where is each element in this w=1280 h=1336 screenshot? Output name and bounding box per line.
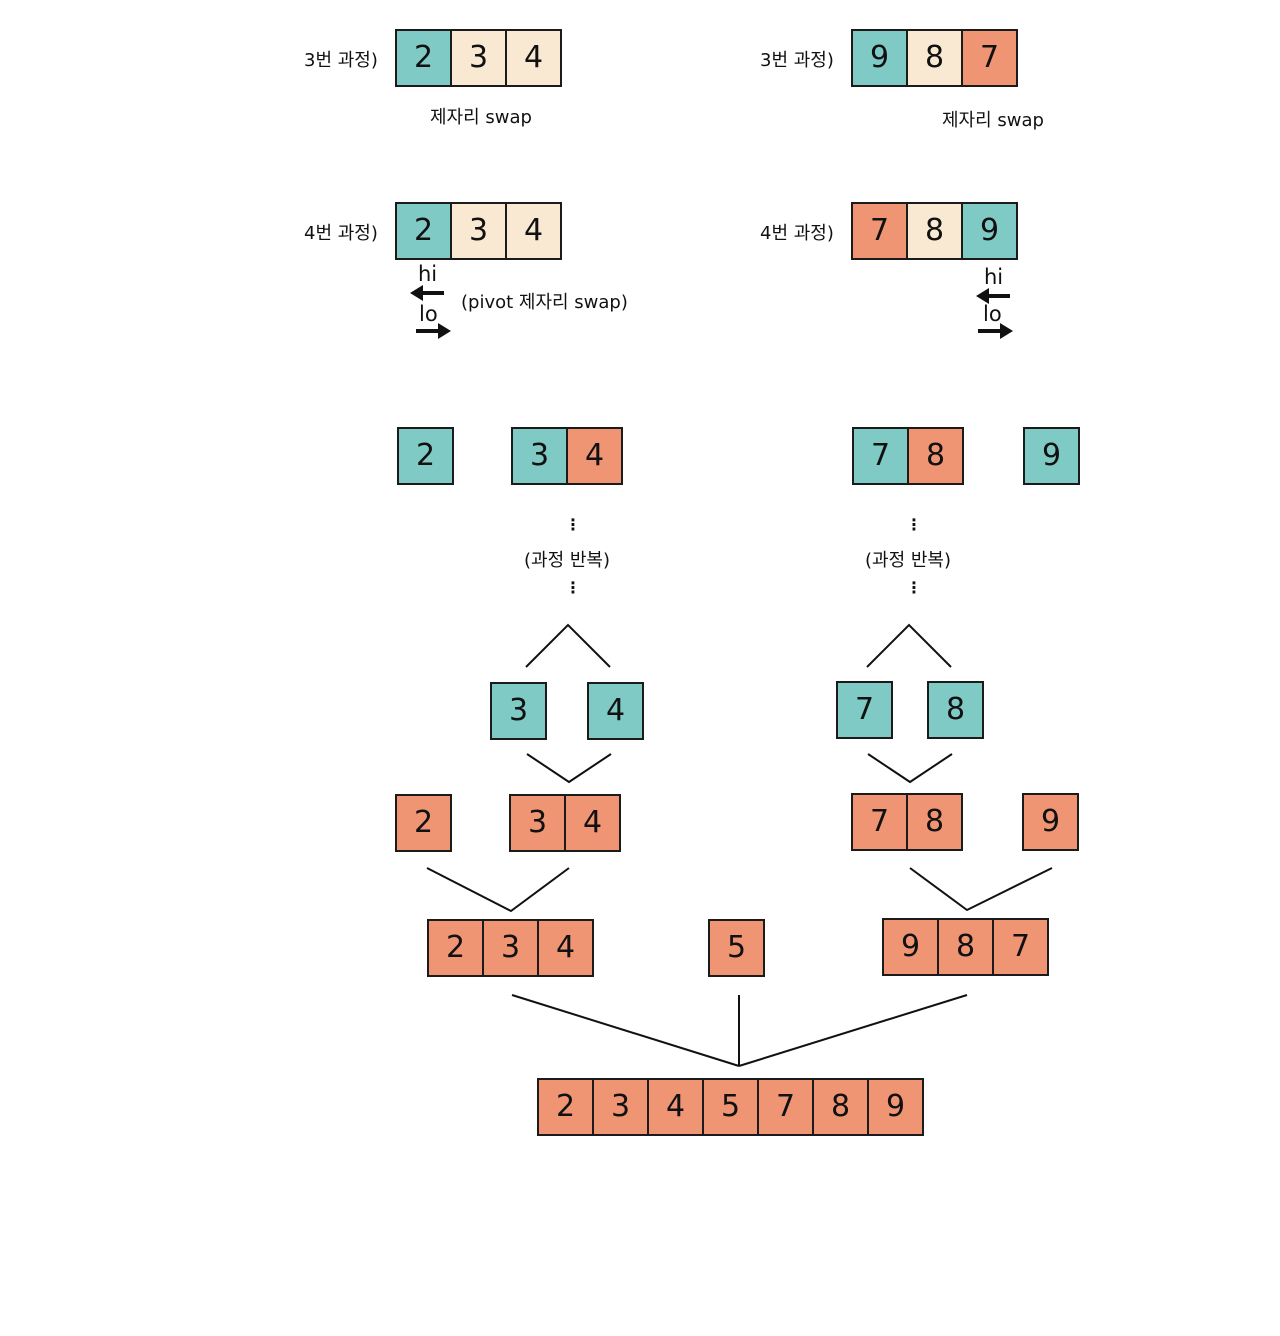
right-ellipsis-bottom: ⋮ — [906, 578, 922, 597]
merge-connector-left-pair — [526, 753, 612, 784]
left-step3-array-cell: 4 — [505, 29, 562, 87]
middle-pivot-cell: 5 — [708, 919, 765, 977]
left-result-array-cell: 3 — [482, 919, 539, 977]
right-result-array-cell: 8 — [937, 918, 994, 976]
left-merge-single: 2 — [395, 794, 452, 852]
middle-pivot: 5 — [708, 919, 765, 977]
right-merge-single-cell: 9 — [1022, 793, 1079, 851]
right-merge-single: 9 — [1022, 793, 1079, 851]
left-step4-label: 4번 과정) — [304, 223, 378, 244]
left-step3-note: 제자리 swap — [430, 107, 532, 128]
left-repeat-label: (과정 반복) — [524, 550, 611, 571]
left-result-array-cell: 4 — [537, 919, 594, 977]
merge-connector-right-triple — [909, 867, 1053, 912]
left-step4-array-cell: 3 — [450, 202, 507, 260]
hi-arrowhead-right — [976, 288, 989, 304]
right-step4-array-cell: 9 — [961, 202, 1018, 260]
right-step4-array-cell: 8 — [906, 202, 963, 260]
left-leaf-b: 4 — [587, 682, 644, 740]
right-split-single-cell: 9 — [1023, 427, 1080, 485]
right-merge-pair-cell: 8 — [906, 793, 963, 851]
right-result-array-cell: 7 — [992, 918, 1049, 976]
right-step4-label: 4번 과정) — [760, 223, 834, 244]
left-step4-array-cell: 2 — [395, 202, 452, 260]
left-ellipsis-bottom: ⋮ — [565, 578, 581, 597]
split-connector-left — [525, 623, 611, 668]
final-sorted-array-cell: 5 — [702, 1078, 759, 1136]
split-connector-right — [866, 623, 952, 668]
lo-arrowhead-right — [1000, 323, 1013, 339]
merge-connector-right-pair — [867, 753, 953, 784]
hi-arrowhead-left — [410, 285, 423, 301]
final-sorted-array-cell: 3 — [592, 1078, 649, 1136]
left-merge-pair-cell: 4 — [564, 794, 621, 852]
right-step3-array-cell: 8 — [906, 29, 963, 87]
left-step3-label: 3번 과정) — [304, 50, 378, 71]
right-split-single: 9 — [1023, 427, 1080, 485]
right-split-pair-cell: 8 — [907, 427, 964, 485]
left-result-array-cell: 2 — [427, 919, 484, 977]
left-step4-note: (pivot 제자리 swap) — [461, 292, 628, 313]
left-split-single: 2 — [397, 427, 454, 485]
right-leaf-b: 8 — [927, 681, 984, 739]
left-step3-array-cell: 3 — [450, 29, 507, 87]
final-sorted-array-cell: 7 — [757, 1078, 814, 1136]
right-result-array-cell: 9 — [882, 918, 939, 976]
right-hi-label: hi — [984, 265, 1004, 289]
right-lo-label: lo — [983, 302, 1002, 326]
left-step4-array-cell: 4 — [505, 202, 562, 260]
right-leaf-a-cell: 7 — [836, 681, 893, 739]
right-step4-array-cell: 7 — [851, 202, 908, 260]
right-repeat-label: (과정 반복) — [865, 550, 952, 571]
final-connector-left — [511, 994, 740, 1067]
left-lo-label: lo — [419, 302, 438, 326]
lo-arrowhead-left — [438, 323, 451, 339]
left-split-pair-cell: 3 — [511, 427, 568, 485]
right-step3-array-cell: 9 — [851, 29, 908, 87]
left-step3-array-cell: 2 — [395, 29, 452, 87]
final-sorted-array-cell: 9 — [867, 1078, 924, 1136]
left-leaf-b-cell: 4 — [587, 682, 644, 740]
right-split-pair-cell: 7 — [852, 427, 909, 485]
final-sorted-array-cell: 2 — [537, 1078, 594, 1136]
left-hi-label: hi — [418, 262, 438, 286]
final-sorted-array-cell: 4 — [647, 1078, 704, 1136]
right-step3-note: 제자리 swap — [942, 110, 1044, 131]
right-merge-pair-cell: 7 — [851, 793, 908, 851]
right-leaf-b-cell: 8 — [927, 681, 984, 739]
left-merge-single-cell: 2 — [395, 794, 452, 852]
left-split-pair-cell: 4 — [566, 427, 623, 485]
right-ellipsis-top: ⋮ — [906, 515, 922, 534]
right-leaf-a: 7 — [836, 681, 893, 739]
left-ellipsis-top: ⋮ — [565, 515, 581, 534]
left-merge-pair-cell: 3 — [509, 794, 566, 852]
right-step3-label: 3번 과정) — [760, 50, 834, 71]
left-leaf-a: 3 — [490, 682, 547, 740]
left-split-single-cell: 2 — [397, 427, 454, 485]
final-connector-right — [738, 994, 968, 1067]
right-step3-array-cell: 7 — [961, 29, 1018, 87]
final-sorted-array-cell: 8 — [812, 1078, 869, 1136]
merge-connector-left-triple — [426, 867, 570, 913]
left-leaf-a-cell: 3 — [490, 682, 547, 740]
